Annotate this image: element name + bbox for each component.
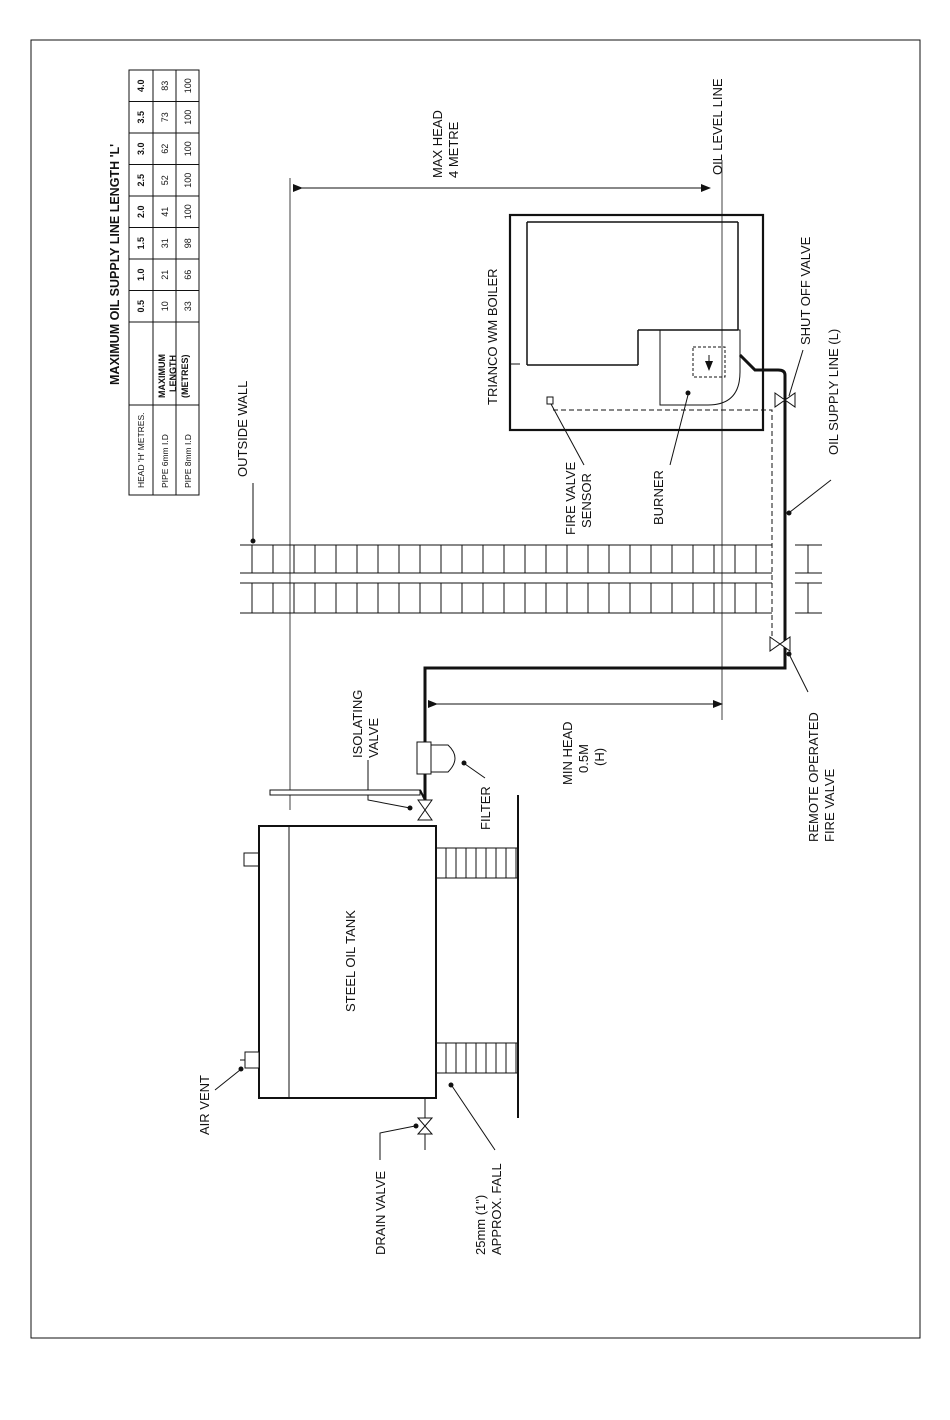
table-cell: 73: [160, 112, 170, 122]
table-cell: 21: [160, 270, 170, 280]
filter-label: FILTER: [478, 786, 493, 830]
outside-wall-label: OUTSIDE WALL: [235, 381, 250, 477]
burner-label: BURNER: [651, 470, 666, 525]
table-cell: 31: [160, 238, 170, 248]
steel-oil-tank: [240, 825, 437, 1099]
oil-supply-table: 0.5 1.0 1.5 2.0 2.5 3.0 3.5 4.0 10 21 31 41 52 62 73 83…: [108, 69, 200, 496]
table-cell: 33: [183, 301, 193, 311]
table-head-label: HEAD 'H' METRES.: [136, 412, 146, 488]
table-cell: 62: [160, 144, 170, 154]
outside-wall: [240, 544, 822, 614]
table-cell: 100: [183, 110, 193, 125]
boiler: [508, 213, 773, 637]
fall-label: 25mm (1"): [473, 1195, 488, 1255]
drain-valve: [416, 1098, 434, 1150]
table-cell: 2.0: [136, 205, 146, 218]
table-max-length-2: LENGTH: [168, 355, 178, 392]
remote-fire-valve-label-2: FIRE VALVE: [822, 768, 837, 842]
steel-oil-tank-label: STEEL OIL TANK: [343, 910, 358, 1012]
oil-supply-pipe: [423, 353, 787, 800]
min-head-h: (H): [592, 748, 607, 766]
tank-gauge: [269, 789, 421, 796]
fire-valve-sensor-label-2: SENSOR: [579, 473, 594, 528]
table-cell: 100: [183, 78, 193, 93]
min-head-label: MIN HEAD: [560, 721, 575, 785]
table-title: MAXIMUM OIL SUPPLY LINE LENGTH 'L': [108, 144, 122, 385]
oil-supply-line-label: OIL SUPPLY LINE (L): [826, 329, 841, 455]
remote-fire-valve-label: REMOTE OPERATED: [806, 712, 821, 842]
table-cell: 41: [160, 207, 170, 217]
drain-valve-label: DRAIN VALVE: [373, 1171, 388, 1255]
fire-valve-sensor-label: FIRE VALVE: [563, 461, 578, 535]
table-cell: 83: [160, 81, 170, 91]
table-cell: 3.0: [136, 142, 146, 155]
table-cell: 100: [183, 204, 193, 219]
table-cell: 66: [183, 270, 193, 280]
table-cell: 52: [160, 175, 170, 185]
oil-level-line-label: OIL LEVEL LINE: [710, 78, 725, 175]
boiler-label: TRIANCO WM BOILER: [485, 268, 500, 405]
table-cell: 98: [183, 238, 193, 248]
table-cell: 3.5: [136, 111, 146, 124]
table-cell: 100: [183, 141, 193, 156]
shut-off-valve: [774, 392, 796, 408]
page-frame: [30, 39, 921, 1339]
isolating-valve-label-2: VALVE: [366, 718, 381, 758]
table-cell: 10: [160, 301, 170, 311]
min-head-value: 0.5M: [576, 744, 591, 773]
table-cell: 1.5: [136, 237, 146, 250]
table-cell: 4.0: [136, 79, 146, 92]
table-max-length-1: MAXIMUM: [157, 354, 167, 398]
table-cell: 0.5: [136, 300, 146, 313]
shut-off-valve-label: SHUT OFF VALVE: [798, 236, 813, 345]
isolating-valve-label: ISOLATING: [350, 690, 365, 758]
table-cell: 1.0: [136, 268, 146, 281]
table-pipe-8mm: PIPE 8mm I.D: [183, 434, 193, 488]
fall-label-2: APPROX. FALL: [489, 1163, 504, 1255]
tank-supports: [435, 795, 519, 1118]
air-vent-label: AIR VENT: [197, 1075, 212, 1135]
filter: [416, 741, 456, 775]
remote-fire-valve: [769, 636, 791, 652]
table-pipe-6mm: PIPE 6mm I.D: [160, 434, 170, 488]
max-head-value: 4 METRE: [446, 121, 461, 178]
table-cell: 2.5: [136, 174, 146, 187]
max-head-label: MAX HEAD: [430, 110, 445, 178]
table-cell: 100: [183, 173, 193, 188]
isolating-valve: [417, 799, 433, 821]
table-max-length-3: (METRES): [180, 355, 190, 399]
